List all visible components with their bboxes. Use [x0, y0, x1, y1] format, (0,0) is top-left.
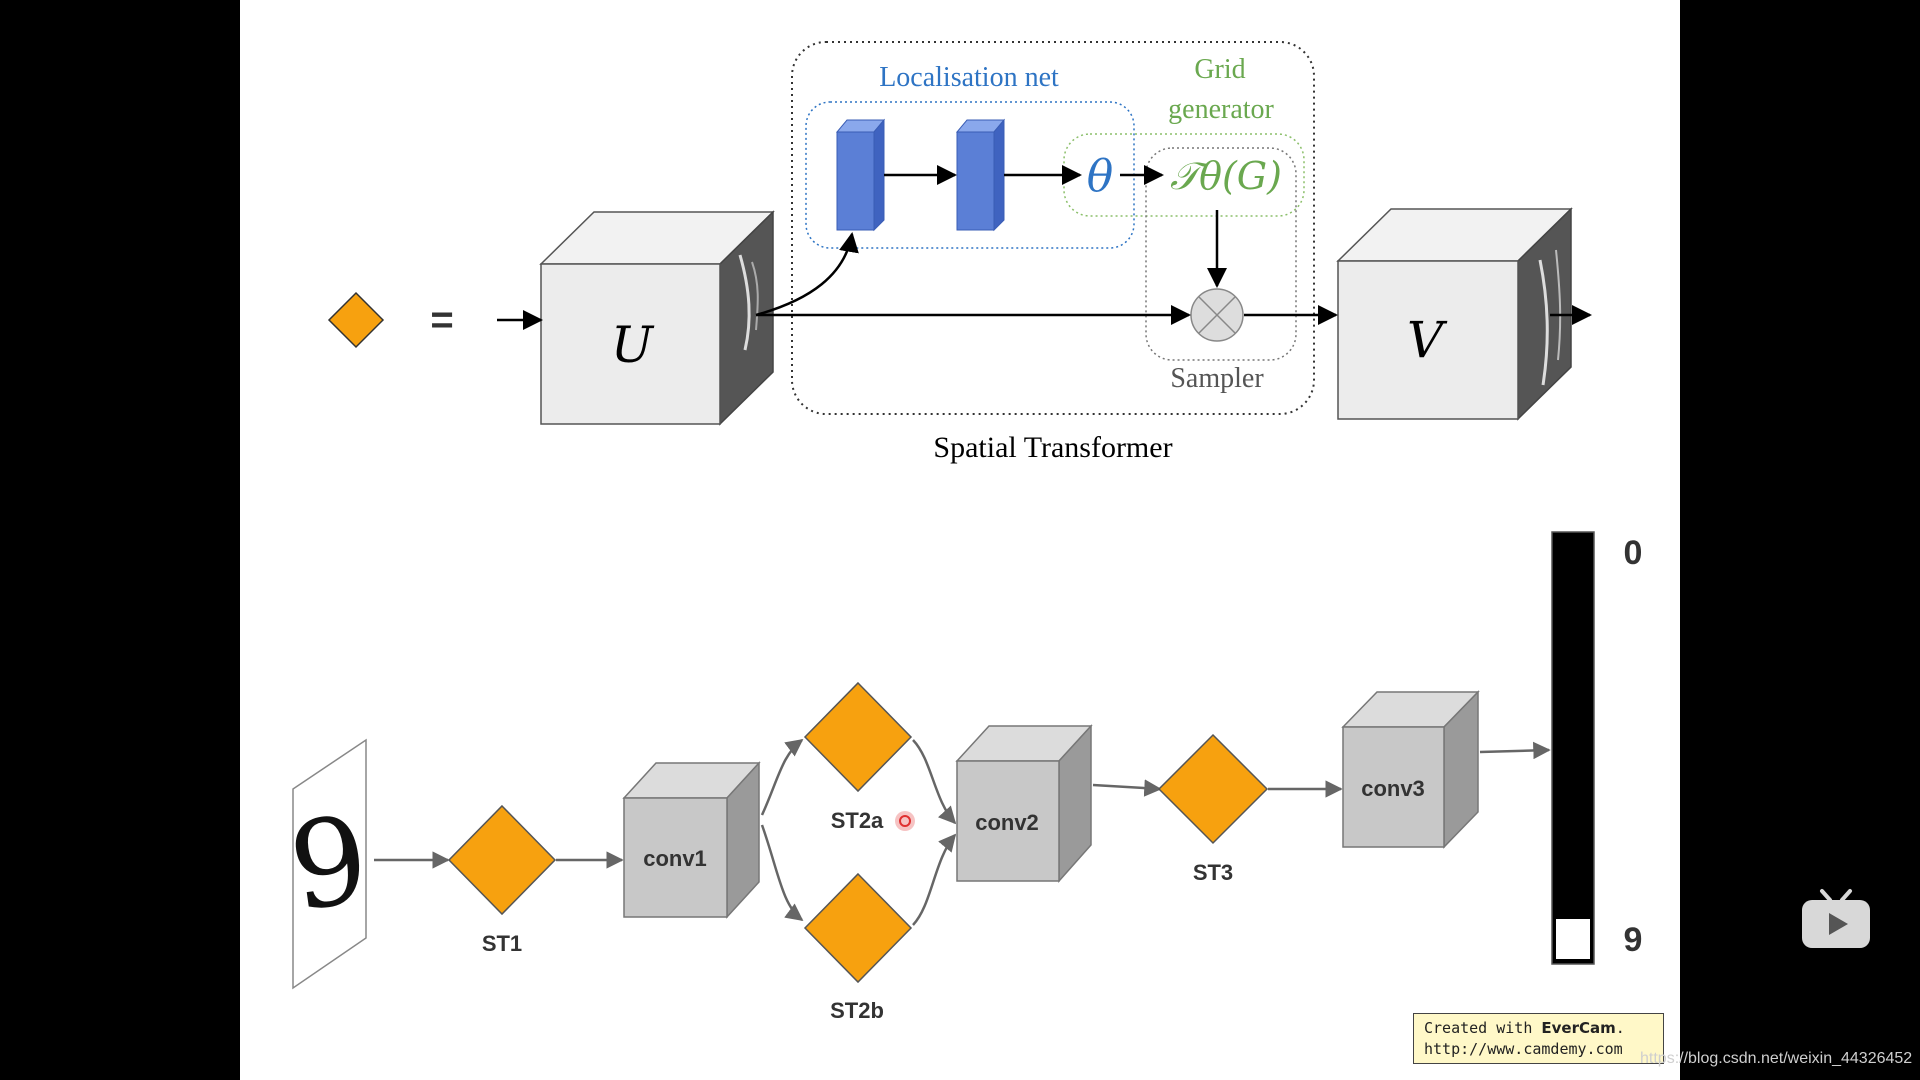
- cursor-indicator-icon: [895, 811, 915, 831]
- output-v-label: V: [1407, 311, 1448, 369]
- transform-label: 𝒯θ(G): [1170, 154, 1282, 198]
- output-probability-bar: [1551, 531, 1595, 965]
- grid-generator-label-1: Grid: [1194, 54, 1245, 85]
- st2a-diamond: [803, 681, 913, 793]
- output-class-9-cell: [1556, 919, 1590, 959]
- arrow-st2b-conv2: [912, 833, 957, 926]
- loc-net-layer-1: [835, 118, 886, 232]
- equals-sign: =: [430, 298, 453, 342]
- sampler-multiply-icon: [1190, 288, 1244, 342]
- arrow-conv3-output: [1479, 741, 1551, 760]
- output-label-9: 9: [1624, 921, 1643, 959]
- arrow-conv2-st3: [1092, 779, 1162, 797]
- sampler-label: Sampler: [1170, 363, 1264, 394]
- watermark-url: http://www.camdemy.com: [1424, 1040, 1623, 1058]
- grid-generator-label-2: generator: [1168, 94, 1274, 125]
- watermark-brand: EverCam: [1541, 1019, 1616, 1037]
- input-u-label: U: [611, 316, 655, 374]
- conv3-label: conv3: [1361, 776, 1425, 801]
- conv1-label: conv1: [643, 846, 707, 871]
- spatial-transformer-caption: Spatial Transformer: [933, 431, 1172, 464]
- st-legend-diamond: [327, 291, 385, 349]
- input-cube-u: [539, 210, 775, 426]
- st3-label: ST3: [1193, 860, 1233, 885]
- arrow-conv1-st2b: [760, 824, 804, 922]
- conv3-cube: [1341, 690, 1480, 849]
- conv2-label: conv2: [975, 810, 1039, 835]
- output-label-0: 0: [1624, 534, 1643, 572]
- evercam-watermark: Created with EverCam. http://www.camdemy…: [1413, 1013, 1664, 1064]
- conv1-cube: [622, 761, 761, 919]
- st3-diamond: [1157, 733, 1269, 845]
- output-cube-v: [1336, 207, 1573, 421]
- watermark-suffix: .: [1615, 1019, 1625, 1037]
- st2b-label: ST2b: [830, 998, 884, 1023]
- conv2-cube: [955, 724, 1093, 883]
- input-digit-card: 9: [282, 738, 377, 990]
- bilibili-tv-play-icon[interactable]: [1800, 888, 1872, 950]
- localisation-net-label: Localisation net: [879, 62, 1059, 93]
- watermark-prefix: Created with: [1424, 1019, 1542, 1037]
- st2b-diamond: [803, 872, 913, 984]
- loc-net-layer-2: [955, 118, 1006, 232]
- arrow-u-to-locnet: [755, 232, 859, 317]
- csdn-source-url: https://blog.csdn.net/weixin_44326452: [1640, 1050, 1913, 1067]
- st1-diamond: [447, 804, 557, 916]
- st2a-label: ST2a: [831, 808, 884, 833]
- theta-label: θ: [1087, 151, 1114, 202]
- st1-label: ST1: [482, 931, 522, 956]
- arrow-conv1-st2a: [760, 738, 804, 816]
- arrow-st2a-conv2: [912, 739, 957, 825]
